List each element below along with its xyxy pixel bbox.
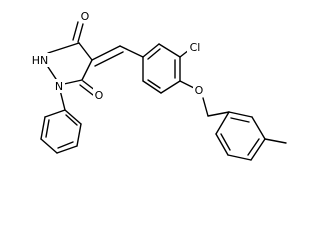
atom-labels: O HN N O Cl O [30, 9, 205, 102]
bond-c5-n1 [63, 79, 83, 85]
bond-c4-c5 [81, 59, 93, 81]
bond-c5-c6 [215, 133, 229, 156]
atom-nitrogen: N [55, 80, 63, 93]
bond-c3-c4 [78, 42, 93, 61]
bond-c4-c5 [227, 154, 252, 161]
bond-ch2-ring [207, 111, 230, 117]
bond-c6-c1 [215, 111, 230, 135]
bond-p6-p1 [44, 109, 66, 118]
bond-b5-b6-inner [147, 79, 161, 89]
molecule-diagram: O HN N O Cl O [30, 9, 287, 161]
bond-b4-o [179, 80, 195, 89]
bond-b1-b2 [142, 43, 160, 58]
bond-c5-o-bottom-double [79, 84, 94, 96]
atom-oxygen-bottom: O [95, 89, 104, 102]
bond-b5-b6 [142, 80, 162, 94]
bond-p3-p4-inner [57, 141, 74, 149]
bond-p5-p6 [40, 116, 46, 140]
bond-p1-p2-inner [65, 114, 78, 126]
bond-p3-p4 [56, 145, 78, 154]
bond-c4-methine-double [94, 51, 124, 67]
bond-p2-p3 [76, 123, 82, 147]
bond-n2-c3 [47, 42, 80, 54]
bonds [40, 21, 287, 161]
bond-b1-b2-inner [147, 48, 161, 60]
bond-n1-phenyl [59, 89, 66, 111]
bond-p1-p2 [64, 109, 82, 125]
bond-c5-c6-inner [220, 133, 231, 151]
atom-chlorine: Cl [190, 41, 201, 54]
bond-c3-c4-inner [247, 138, 260, 156]
bond-c3-c4 [250, 138, 266, 161]
bond-methyl [264, 138, 287, 144]
bond-p4-p5 [40, 138, 58, 154]
bond-n1-n2 [47, 66, 57, 80]
bond-p5-p6-inner [45, 119, 50, 138]
bond-c3-o-top-double [72, 21, 79, 41]
bond-o-ch2 [202, 97, 209, 117]
bond-methine-ring [119, 45, 144, 58]
atom-nh: HN [32, 54, 49, 67]
bond-c4-methine [91, 45, 121, 61]
bond-c3-o-top [77, 23, 84, 43]
atom-oxygen-top: O [81, 10, 90, 23]
bond-c2-c3 [251, 116, 266, 140]
bond-c1-c2-inner [230, 117, 250, 123]
bond-c1-c2 [228, 111, 253, 118]
bond-b4-b5 [160, 80, 181, 94]
atom-oxygen-ether: O [195, 84, 204, 97]
bond-b2-b3 [158, 43, 181, 58]
